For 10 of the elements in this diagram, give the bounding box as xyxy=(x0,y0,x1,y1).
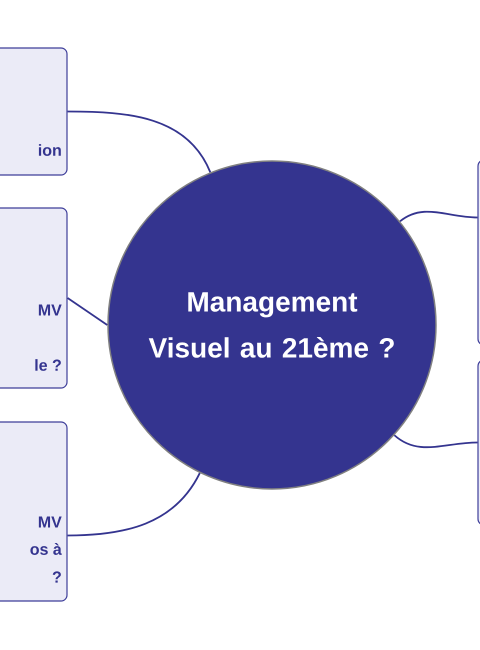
connector-line xyxy=(394,434,478,448)
topic-box xyxy=(477,159,480,346)
connector-line xyxy=(68,472,201,536)
connector-line xyxy=(400,210,478,222)
topic-box xyxy=(477,359,480,526)
connector-line xyxy=(68,110,212,173)
topic-box: ion xyxy=(0,47,68,176)
topic-box: MV os à ? xyxy=(0,421,68,602)
topic-box: MV le ? xyxy=(0,207,68,389)
connector-line xyxy=(67,297,108,326)
